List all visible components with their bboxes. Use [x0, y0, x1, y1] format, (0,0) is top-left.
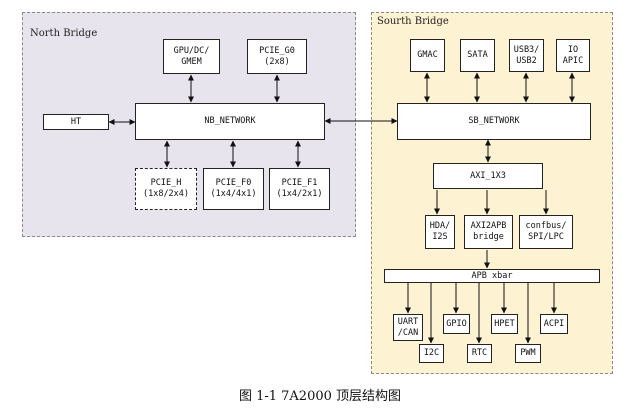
pcie-h-block: PCIE_H(1x8/2x4)	[135, 168, 197, 210]
ht-block: HT	[43, 114, 109, 130]
usb-block: USB3/USB2	[509, 39, 544, 72]
pcie-f0-block: PCIE_F0(1x4/4x1)	[203, 168, 264, 210]
rtc-block: RTC	[467, 344, 492, 363]
confbus-spi-lpc-block: confbus/SPI/LPC	[519, 215, 573, 249]
acpi-block: ACPI	[540, 314, 568, 334]
figure-caption: 图 1-1 7A2000 顶层结构图	[238, 389, 402, 404]
pwm-block: PWM	[515, 344, 541, 363]
gmac-block: GMAC	[410, 39, 445, 72]
hpet-block: HPET	[491, 314, 518, 334]
nb-network-block: NB_NETWORK	[135, 103, 325, 140]
gpio-block: GPIO	[443, 314, 470, 334]
gpu-dc-gmem-block: GPU/DC/GMEM	[163, 39, 220, 74]
apb-xbar-block: APB xbar	[384, 269, 600, 283]
north-bridge-title: North Bridge	[30, 28, 98, 39]
south-bridge-region	[371, 12, 613, 374]
sata-block: SATA	[460, 39, 495, 72]
i2c-block: I2C	[419, 344, 444, 363]
pcie-f1-block: PCIE_F1(1x4/2x1)	[269, 168, 330, 210]
south-bridge-title: Sourth Bridge	[377, 16, 449, 27]
pcie-g0-block: PCIE_G0(2x8)	[247, 39, 307, 74]
hda-i2s-block: HDA/I2S	[425, 215, 455, 249]
sb-network-block: SB_NETWORK	[397, 103, 591, 140]
axi-1x3-block: AXI_1X3	[433, 163, 543, 189]
uart-can-block: UART/CAN	[393, 314, 423, 341]
